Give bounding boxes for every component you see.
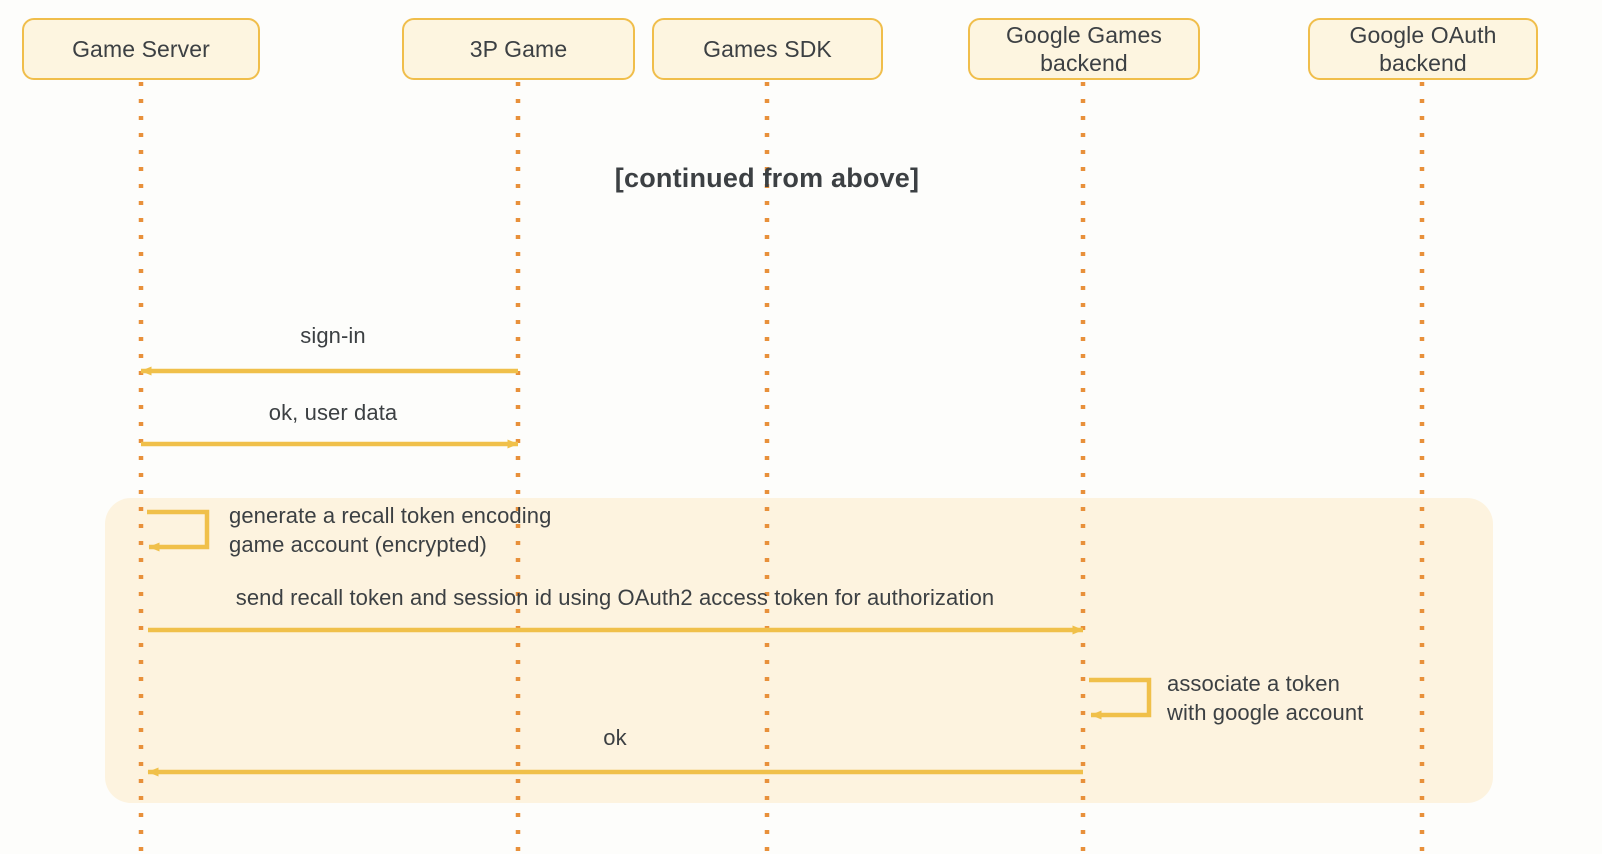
self-loop-arrow-generate-recall-token [147,509,210,552]
participant-label: Google Games backend [1006,21,1162,76]
message-label-ok: ok [603,725,627,750]
participant-label: Google OAuth backend [1349,21,1497,76]
participant-game-server[interactable]: Game Server [22,18,260,80]
participant-third-party-game[interactable]: 3P Game [402,18,635,80]
message-label-ok-user-data: ok, user data [268,400,398,425]
participant-label: 3P Game [469,35,568,62]
self-loop-arrow-associate-token [1089,677,1152,720]
participant-label: Game Server [72,35,210,62]
message-arrows-group [140,366,1152,777]
message-label-send-recall-token: send recall token and session id using O… [235,585,995,610]
message-label-generate-recall-token: generate a recall token encoding game ac… [229,503,552,557]
participant-google-games-backend[interactable]: Google Games backend [968,18,1200,80]
participant-games-sdk[interactable]: Games SDK [652,18,883,80]
participant-google-oauth-backend[interactable]: Google OAuth backend [1308,18,1538,80]
message-label-sign-in: sign-in [300,323,366,348]
message-label-associate-token: associate a token with google account [1167,671,1364,725]
continued-banner: [continued from above] [614,163,920,193]
lifelines-group [138,82,1425,854]
participant-label: Games SDK [703,35,832,62]
